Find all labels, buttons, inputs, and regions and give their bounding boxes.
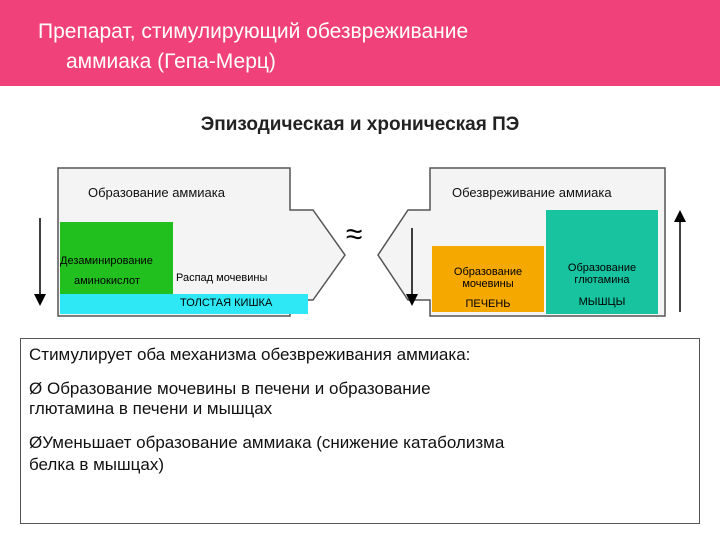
bullet-1-line-2: глютамина в печени и мышцах (29, 399, 273, 418)
deamination-label-1: Дезаминирование (60, 255, 153, 267)
glutamine-label-1: Образование (567, 262, 637, 274)
bullet-arrow-icon: Ø (29, 379, 43, 398)
bullet-2-text-1: Уменьшает образование аммиака (снижение … (42, 433, 505, 452)
title-line-1: Препарат, стимулирующий обезвреживание (38, 20, 469, 43)
bullet-1-line-1: Ø Образование мочевины в печени и образо… (29, 379, 431, 399)
liver-box: Образование мочевины ПЕЧЕНЬ (432, 246, 544, 312)
muscle-box: Образование глютамина МЫШЦЫ (546, 210, 658, 314)
right-panel-title: Обезвреживание аммиака (452, 185, 612, 200)
bullet-1-text-1: Образование мочевины в печени и образова… (46, 379, 431, 398)
approx-symbol: ≈ (346, 218, 363, 251)
urea-formation-label-2: мочевины (462, 278, 514, 290)
colon-label: ТОЛСТАЯ КИШКА (180, 297, 273, 309)
deamination-label-2: аминокислот (74, 275, 140, 287)
urea-formation-label-1: Образование (453, 266, 523, 278)
description-line-1: Стимулирует оба механизма обезвреживания… (29, 345, 471, 364)
muscles-label: МЫШЦЫ (578, 296, 626, 308)
title-banner: Препарат, стимулирующий обезвреживание а… (0, 0, 720, 86)
deamination-box: Дезаминирование аминокислот (60, 222, 173, 294)
bullet-2-line-2: белка в мышцах) (29, 455, 164, 474)
liver-label: ПЕЧЕНЬ (465, 298, 511, 310)
left-panel-title: Образование аммиака (88, 185, 225, 200)
title-line-2: аммиака (Гепа-Мерц) (66, 50, 276, 73)
subtitle: Эпизодическая и хроническая ПЭ (200, 114, 520, 135)
urea-breakdown-label: Распад мочевины (176, 272, 268, 284)
bullet-arrow-icon: Ø (29, 433, 43, 452)
description-box: Стимулирует оба механизма обезвреживания… (20, 338, 700, 524)
colon-box: ТОЛСТАЯ КИШКА (60, 294, 308, 314)
bullet-2-line-1: ØУменьшает образование аммиака (снижение… (29, 433, 504, 453)
glutamine-label-2: глютамина (574, 274, 630, 286)
